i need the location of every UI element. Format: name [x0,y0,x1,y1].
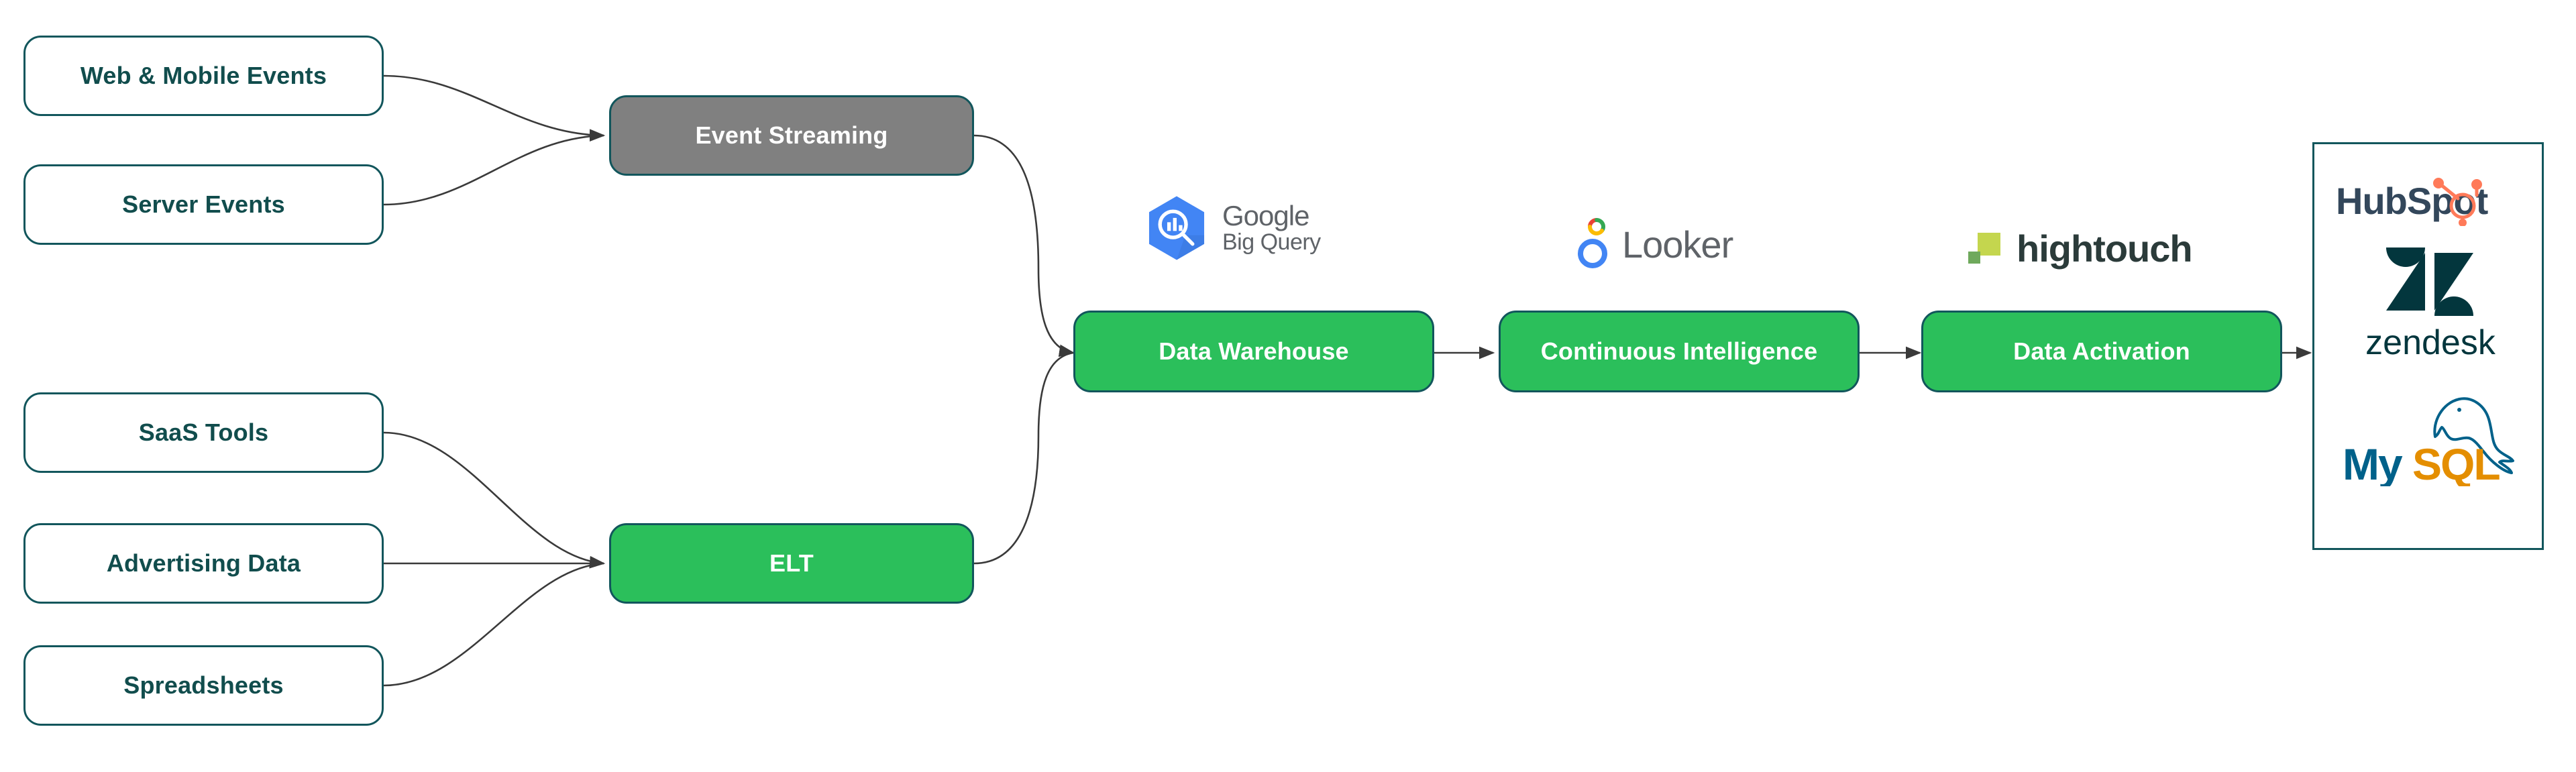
vendor-logo-bigquery: Google Big Query [1140,191,1368,265]
source-node-label: Advertising Data [106,549,301,577]
bigquery-wordmark-line2: Big Query [1222,229,1321,255]
source-node-label: Web & Mobile Events [80,62,327,90]
source-node-server-events[interactable]: Server Events [23,164,384,245]
edge-server-events-to-event-streaming [383,134,604,206]
bigquery-icon [1148,196,1205,260]
vendor-logo-looker: Looker [1575,213,1790,275]
destinations-container[interactable]: HubSpot zendesk [2312,142,2544,550]
process-node-elt[interactable]: ELT [609,523,974,604]
source-node-advertising-data[interactable]: Advertising Data [23,523,384,604]
mysql-wordmark-my: My [2343,439,2403,486]
hightouch-icon [1968,233,2000,264]
source-node-label: Spreadsheets [123,671,284,700]
destination-logo-hubspot: HubSpot [2333,176,2528,226]
destination-logo-zendesk: zendesk [2347,243,2514,371]
destination-logo-mysql: My SQL [2341,392,2529,486]
edge-elt-to-data-warehouse [973,351,1074,565]
zendesk-wordmark: zendesk [2365,323,2496,362]
process-node-event-streaming[interactable]: Event Streaming [609,95,974,176]
zendesk-icon [2386,247,2473,316]
hubspot-icon: HubSpot [2336,178,2489,226]
hubspot-wordmark-text: HubSpot [2336,180,2488,222]
edge-event-streaming-to-data-warehouse [973,134,1075,357]
edge-spreadsheets-to-elt [383,562,604,687]
process-node-label: Data Activation [2013,337,2190,366]
source-node-label: SaaS Tools [138,419,269,447]
process-node-label: ELT [769,549,814,577]
bigquery-wordmark-line1: Google [1222,199,1309,231]
edge-web-mobile-to-event-streaming [383,74,606,142]
process-node-data-warehouse[interactable]: Data Warehouse [1073,311,1434,392]
source-node-saas-tools[interactable]: SaaS Tools [23,392,384,473]
mysql-wordmark-sql: SQL [2412,439,2500,486]
edge-saas-tools-to-elt [383,431,606,569]
process-node-data-activation[interactable]: Data Activation [1921,311,2282,392]
source-node-spreadsheets[interactable]: Spreadsheets [23,645,384,726]
process-node-label: Data Warehouse [1159,337,1349,366]
process-node-continuous-intelligence[interactable]: Continuous Intelligence [1499,311,1860,392]
hightouch-wordmark: hightouch [2017,227,2193,270]
source-node-label: Server Events [122,190,285,219]
vendor-logo-hightouch: hightouch [1968,221,2243,275]
looker-icon [1578,218,1607,268]
process-node-label: Continuous Intelligence [1540,337,1818,366]
source-node-web-mobile-events[interactable]: Web & Mobile Events [23,36,384,116]
mysql-icon: My SQL [2343,397,2514,486]
looker-wordmark: Looker [1622,223,1733,266]
process-node-label: Event Streaming [695,121,888,150]
